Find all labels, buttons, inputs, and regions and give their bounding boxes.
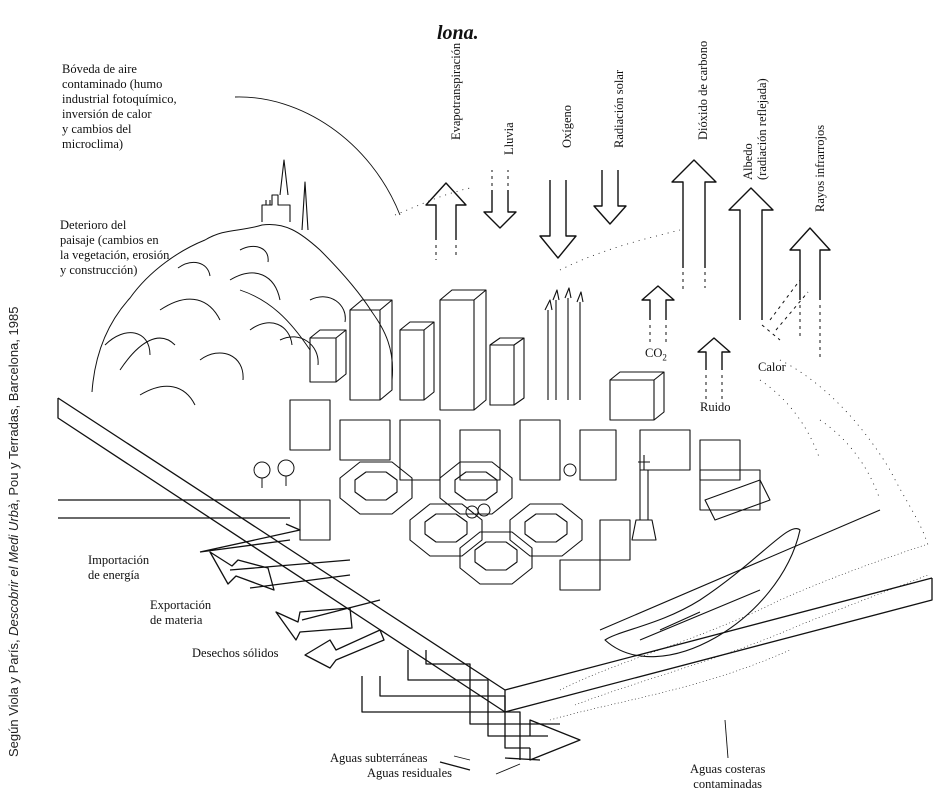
label-rayos-infrarrojos: Rayos infrarrojos <box>813 124 827 212</box>
water-pipes <box>361 650 581 771</box>
label-evapotranspiracion: Evapotranspiración <box>449 42 463 140</box>
label-aguas-subterraneas: Aguas subterráneas <box>330 751 428 765</box>
credit-book: Descobrir el Medi Urbà <box>6 502 21 636</box>
ground-block <box>57 397 933 713</box>
label-oxigeno: Oxígeno <box>560 104 574 148</box>
label-calor: Calor <box>758 360 786 374</box>
hill <box>91 223 394 406</box>
output-arrows <box>425 159 831 370</box>
label-albedo: Albedo <box>741 143 755 180</box>
octagon-blocks <box>299 461 631 591</box>
label-ruido: Ruido <box>700 400 731 414</box>
label-boveda-aire: Bóveda de aire contaminado (humo industr… <box>62 62 177 151</box>
label-leaders <box>234 96 729 775</box>
harbor <box>599 479 881 658</box>
label-aguas-residuales: Aguas residuales <box>367 766 453 780</box>
credit-suffix: , Pou y Terradas, Barcelona, 1985 <box>6 306 21 503</box>
monument <box>631 455 657 541</box>
arrow-tails <box>435 170 821 400</box>
label-albedo-sub: (radiación reflejada) <box>755 78 769 180</box>
label-lluvia: Lluvia <box>502 122 516 155</box>
coastal-water <box>549 544 929 721</box>
label-co2: CO2 <box>645 346 667 366</box>
matter-energy-flows <box>58 499 385 669</box>
credit-prefix: Según Viola y París, <box>6 635 21 757</box>
smog-dome <box>394 187 929 546</box>
co2-subscript: 2 <box>662 352 667 363</box>
page-title: lona. <box>437 22 479 44</box>
co2-text: CO <box>645 346 663 360</box>
label-deterioro-paisaje: Deterioro del paisaje (cambios en la veg… <box>60 218 170 277</box>
city <box>289 287 761 511</box>
castle <box>261 159 309 231</box>
trees <box>253 459 577 519</box>
label-aguas-costeras: Aguas costeras contaminadas <box>690 762 766 791</box>
label-dioxido-carbono: Dióxido de carbono <box>696 40 710 140</box>
label-radiacion-solar: Radiación solar <box>612 69 626 148</box>
input-arrows <box>483 170 627 259</box>
label-exportacion-materia: Exportación de materia <box>150 598 212 627</box>
figure-credit: Según Viola y París, Descobrir el Medi U… <box>6 307 21 757</box>
label-desechos-solidos: Desechos sólidos <box>192 646 279 660</box>
label-importacion-energia: Importación de energía <box>88 553 150 582</box>
